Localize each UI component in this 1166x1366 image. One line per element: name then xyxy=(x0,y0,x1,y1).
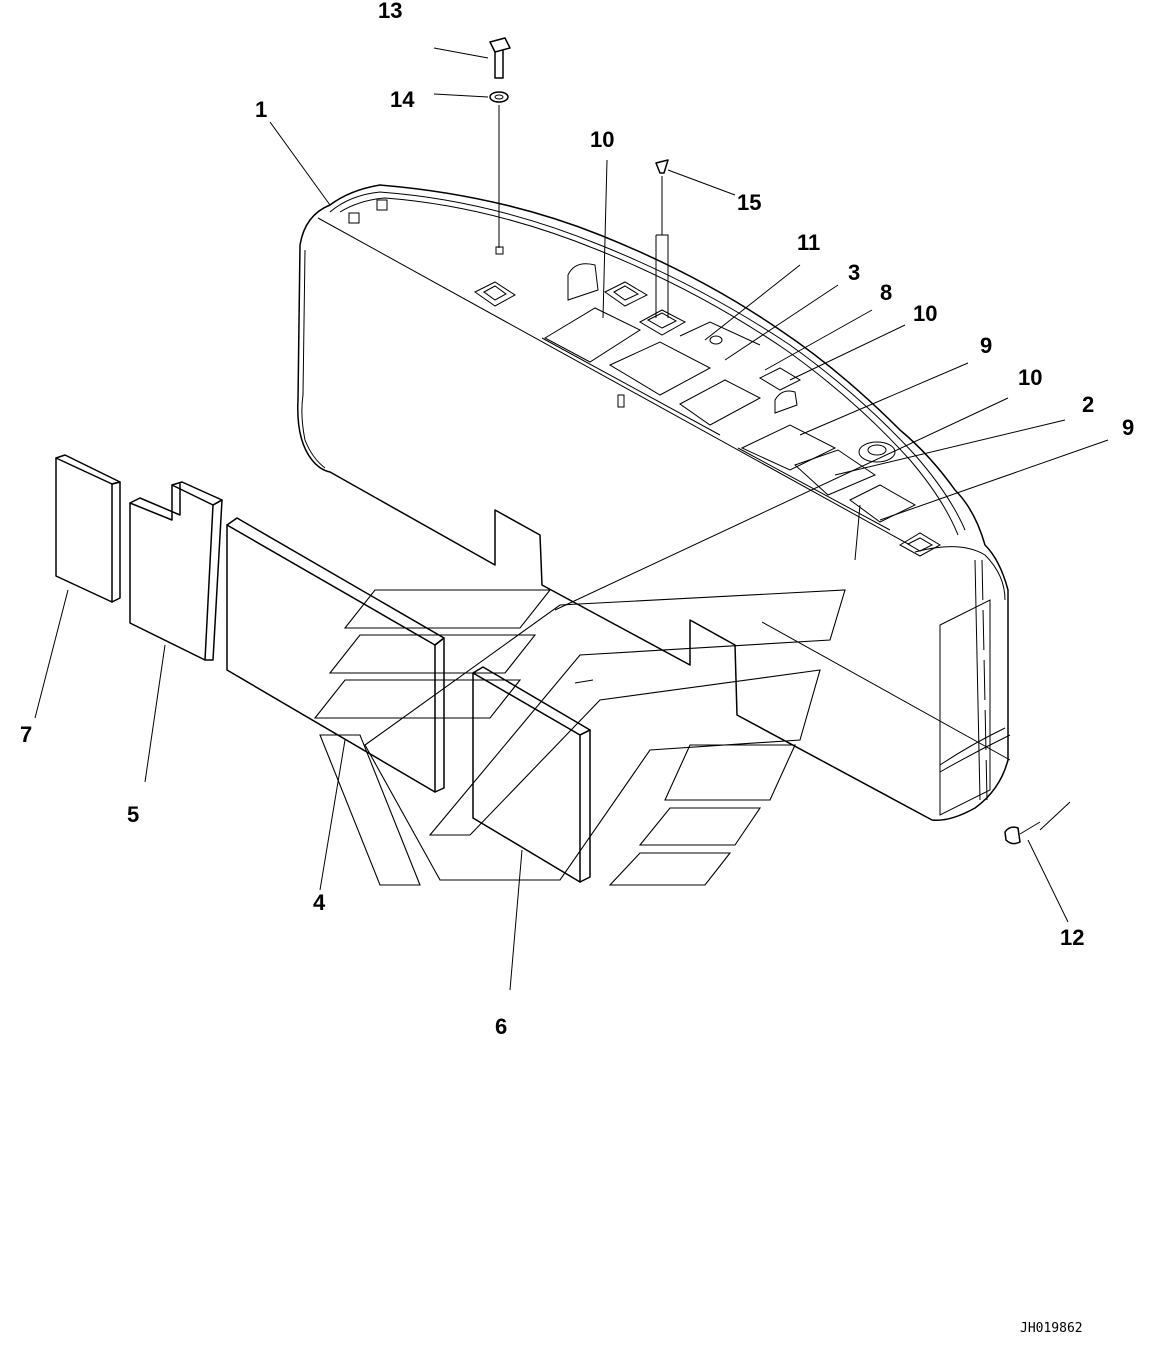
callout-10-top: 10 xyxy=(590,127,614,152)
callout-10-lower: 10 xyxy=(1018,365,1042,390)
callout-9-lower: 9 xyxy=(1122,415,1134,440)
callout-13: 13 xyxy=(378,0,402,23)
callout-labels: 13 14 1 10 15 11 3 8 10 9 10 2 9 7 5 4 1… xyxy=(20,0,1134,1039)
housing-body xyxy=(297,184,1011,821)
callout-8: 8 xyxy=(880,280,892,305)
fasteners xyxy=(489,37,1071,845)
callout-12: 12 xyxy=(1060,925,1084,950)
callout-9-upper: 9 xyxy=(980,333,992,358)
callout-6: 6 xyxy=(495,1014,507,1039)
leader-lines xyxy=(34,47,1109,991)
callout-10-middle: 10 xyxy=(913,301,937,326)
callout-7: 7 xyxy=(20,722,32,747)
callout-11: 11 xyxy=(797,230,820,255)
watermark-logo xyxy=(313,589,846,886)
callout-2: 2 xyxy=(1082,392,1094,417)
callout-4: 4 xyxy=(313,890,326,915)
callout-3: 3 xyxy=(848,260,860,285)
drawing-code: JH019862 xyxy=(1020,1321,1083,1336)
callout-1: 1 xyxy=(255,97,267,122)
callout-15: 15 xyxy=(737,190,761,215)
foam-pads xyxy=(55,454,594,883)
callout-14: 14 xyxy=(390,87,415,112)
callout-5: 5 xyxy=(127,802,139,827)
